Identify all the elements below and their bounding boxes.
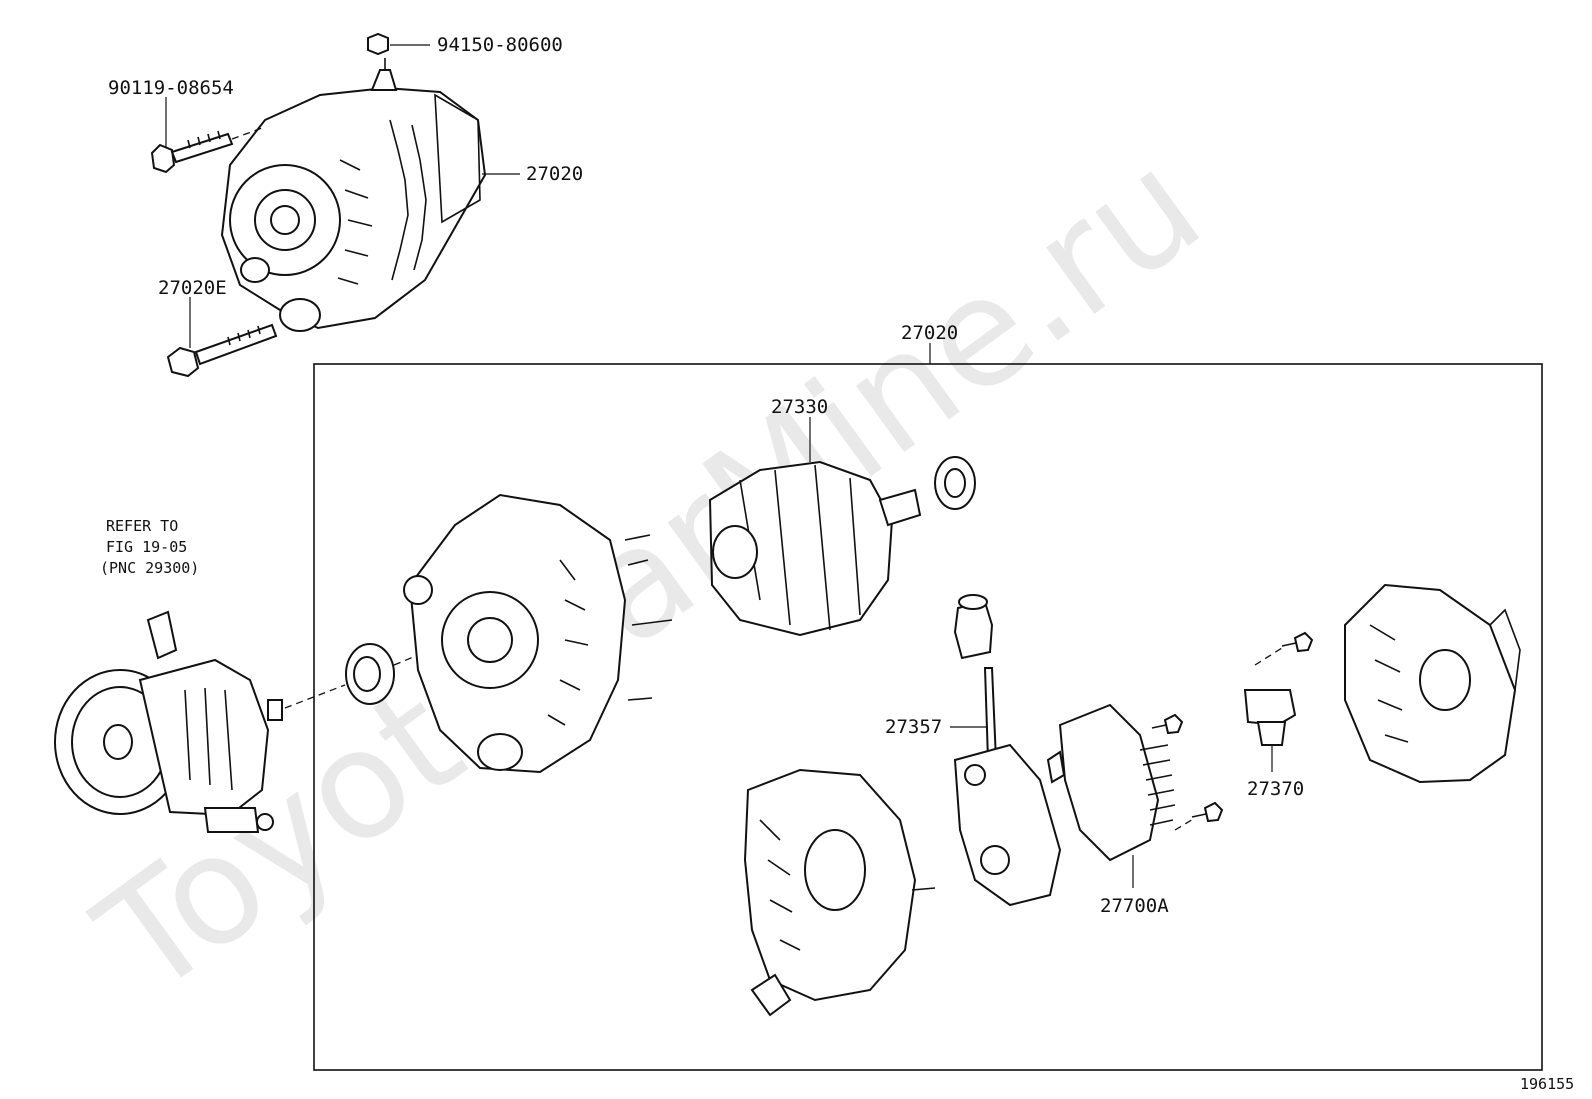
vacuum-pump-pulley — [54, 610, 283, 833]
reference-note-line1: REFER TO — [106, 517, 178, 535]
rear-cover — [1344, 583, 1521, 784]
figure-number: 196155 — [1520, 1075, 1574, 1093]
upper-bolt-part — [150, 130, 234, 174]
bearing-ring — [345, 643, 395, 705]
terminal-insulator — [953, 594, 994, 660]
label-bolt-nut: 94150-80600 — [437, 34, 563, 56]
regulator-part — [1046, 703, 1176, 862]
rectifier-screw — [1281, 631, 1314, 653]
rectifier-part — [1243, 689, 1297, 746]
drive-end-frame — [403, 493, 673, 774]
washer — [934, 456, 976, 510]
rotor-part — [708, 460, 922, 637]
nut-part — [367, 32, 389, 56]
reference-note-line3: (PNC 29300) — [100, 559, 199, 577]
alternator-complete — [220, 58, 487, 332]
regulator-screw-lower — [1191, 801, 1224, 823]
assembly-frame — [313, 363, 1543, 1071]
label-alternator-assy: 27020 — [901, 322, 958, 344]
label-bolt-lower: 27020E — [158, 277, 227, 299]
reference-note-line2: FIG 19-05 — [106, 538, 187, 556]
label-regulator: 27700A — [1100, 895, 1169, 917]
lower-bolt-part — [166, 323, 278, 378]
label-brush-holder: 27357 — [885, 716, 942, 738]
label-rectifier: 27370 — [1247, 778, 1304, 800]
rectifier-end-frame — [743, 768, 936, 1017]
label-bolt-upper: 90119-08654 — [108, 77, 234, 99]
brush-holder-part — [953, 667, 1062, 907]
regulator-screw-upper — [1151, 713, 1184, 735]
label-rotor: 27330 — [771, 396, 828, 418]
label-alternator-top: 27020 — [526, 163, 583, 185]
